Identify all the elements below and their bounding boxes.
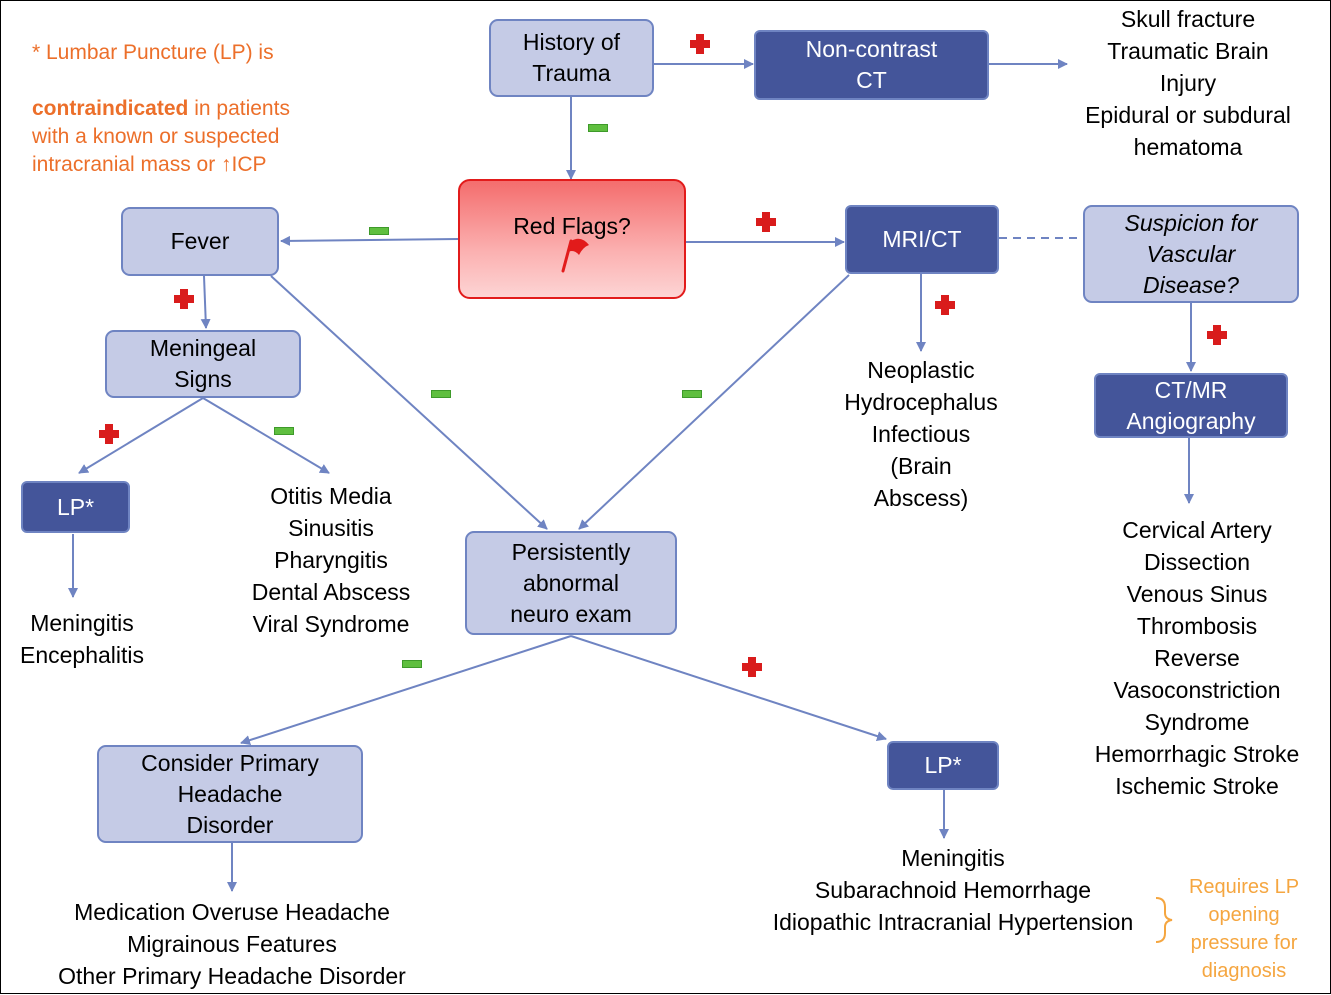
vascular-outcomes: Cervical Artery Dissection Venous Sinus … [1094, 517, 1300, 799]
minus-icon [431, 390, 451, 398]
arrow-redflags-to-fever [280, 235, 459, 246]
arrow-meningeal-to-lp [78, 397, 204, 474]
node-fever: Fever [121, 207, 279, 276]
arrow-mri-to-persistent [578, 274, 850, 530]
node-red-flags: Red Flags? [458, 179, 686, 299]
node-noncontrast-ct: Non-contrast CT [754, 30, 989, 100]
node-history-of-trauma: History of Trauma [489, 19, 654, 97]
note-emphasis: contraindicated [32, 97, 189, 120]
node-mri-ct: MRI/CT [845, 205, 999, 274]
plus-icon [99, 424, 119, 444]
primary-headache-outcomes: Medication Overuse Headache Migrainous F… [58, 899, 406, 989]
plus-icon [690, 34, 710, 54]
lp-opening-pressure-note: Requires LP opening pressure for diagnos… [1188, 876, 1300, 982]
note-rest: in patients with a known or suspected in… [32, 97, 290, 176]
red-flags-label: Red Flags? [513, 213, 631, 239]
arrow-meningeal-to-otitis [202, 397, 330, 474]
node-meningeal-signs: Meningeal Signs [105, 330, 301, 398]
lp-contraindication-note: * Lumbar Puncture (LP) is contraindicate… [32, 11, 362, 179]
plus-icon [1207, 325, 1227, 345]
node-ct-mr-angiography: CT/MR Angiography [1094, 373, 1288, 438]
mri-outcomes: Neoplastic Hydrocephalus Infectious (Bra… [844, 357, 998, 511]
plus-icon [935, 295, 955, 315]
node-lp-left: LP* [21, 481, 130, 533]
red-flag-icon [561, 238, 589, 273]
minus-icon [369, 227, 389, 235]
lp-left-outcomes: Meningitis Encephalitis [19, 610, 145, 668]
brace-icon [1155, 897, 1173, 943]
node-primary-headache: Consider Primary Headache Disorder [97, 745, 363, 843]
arrow-persistent-to-lp-right [570, 635, 887, 741]
minus-icon [588, 124, 608, 132]
arrow-persistent-to-primary [240, 635, 572, 745]
minus-icon [402, 660, 422, 668]
arrow-fever-to-persistent [270, 275, 548, 530]
arrow-fever-to-meningeal [200, 275, 211, 329]
lp-right-outcomes: Meningitis Subarachnoid Hemorrhage Idiop… [772, 845, 1134, 935]
node-persistent-neuro-exam: Persistently abnormal neuro exam [465, 531, 677, 635]
minus-icon [274, 427, 294, 435]
minus-icon [682, 390, 702, 398]
meningeal-negative-outcomes: Otitis Media Sinusitis Pharyngitis Denta… [251, 483, 411, 637]
plus-icon [756, 212, 776, 232]
node-vascular-suspicion: Suspicion for Vascular Disease? [1083, 205, 1299, 303]
plus-icon [742, 657, 762, 677]
note-intro: * Lumbar Puncture (LP) is [32, 41, 274, 64]
node-lp-right: LP* [887, 741, 999, 790]
trauma-outcomes: Skull fracture Traumatic Brain Injury Ep… [1085, 6, 1291, 160]
plus-icon [174, 289, 194, 309]
